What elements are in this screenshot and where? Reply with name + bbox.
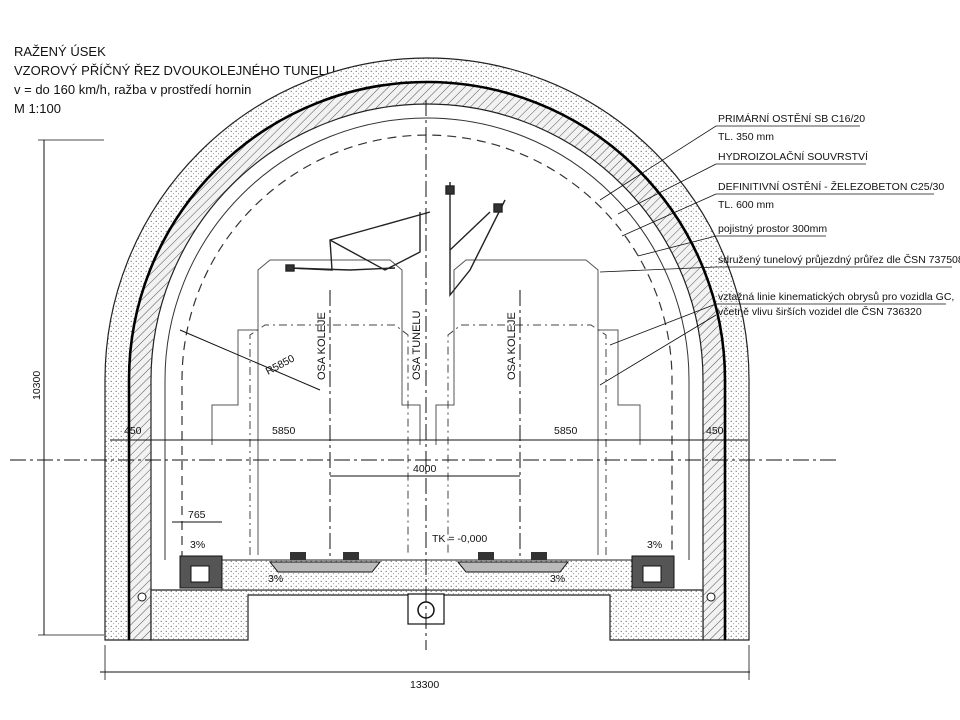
callout-kinematic-line-1: vztažná linie kinematických obrysů pro v… [718,291,954,303]
right-kinematic-outline [435,259,641,555]
left-side-drain [137,592,147,602]
track-spacing-label: 4000 [413,463,437,475]
right-track-axis-label: OSA KOLEJE [506,312,518,380]
title-line-3: v = do 160 km/h, ražba v prostředí horni… [14,82,251,97]
clearance-dashed-arc [181,134,673,560]
title-line-1: RAŽENÝ ÚSEK [14,44,106,59]
callout-secondary-lining: DEFINITIVNÍ OSTĚNÍ - ŽELEZOBETON C25/30 [718,180,944,193]
right-track [456,552,570,573]
tunnel-axis-label: OSA TUNELU [411,310,423,380]
slope-left-label: 3% [190,539,205,551]
callout-primary-thickness: TL. 350 mm [718,131,774,143]
left-catenary-bracket [285,211,431,272]
primary-lining [104,57,750,641]
right-span-label: 5850 [554,425,578,437]
callout-secondary-thickness: TL. 600 mm [718,199,774,211]
radius-label: R5850 [264,352,297,377]
callout-kinematic-line-2: včetně vlivu širších vozidel dle ČSN 736… [718,305,922,318]
right-side-drain [706,592,716,602]
radius-leader [179,329,321,391]
callout-clearance-profile: sdružený tunelový průjezdný průřez dle Č… [718,253,960,266]
width-label: 13300 [410,679,439,691]
left-kinematic-outline [211,259,421,555]
left-track-axis-label: OSA KOLEJE [316,312,328,380]
left-cable-ducts [190,565,210,583]
invert-slab [150,589,704,641]
rail-level-label: TK = -0,000 [432,533,487,545]
callouts: PRIMÁRNÍ OSTĚNÍ SB C16/20 TL. 350 mm HYD… [599,112,960,386]
left-span-label: 5850 [272,425,296,437]
left-offset-label: 450 [124,425,142,437]
callout-safety-space: pojistný prostor 300mm [718,223,827,235]
height-label: 10300 [31,371,43,400]
callout-primary-lining: PRIMÁRNÍ OSTĚNÍ SB C16/20 [718,112,865,125]
title-line-2: VZOROVÝ PŘÍČNÝ ŘEZ DVOUKOLEJNÉHO TUNELU [14,63,335,78]
slope-right-label: 3% [647,539,662,551]
right-catenary-bracket [445,182,506,297]
right-vehicle-outline [447,324,607,555]
right-cable-trough [631,555,675,589]
walkway-label: 765 [188,509,206,521]
waterproofing-line [127,80,727,640]
title-line-4: M 1:100 [14,101,61,116]
safety-space-line [164,117,690,560]
slope-bottom-left-label: 3% [268,573,283,585]
right-offset-label: 450 [706,425,724,437]
slope-bottom-right-label: 3% [550,573,565,585]
right-cable-ducts [642,565,662,583]
callout-waterproofing: HYDROIZOLAČNÍ SOUVRSTVÍ [718,150,868,163]
left-track [268,552,382,573]
left-vehicle-outline [249,324,409,555]
